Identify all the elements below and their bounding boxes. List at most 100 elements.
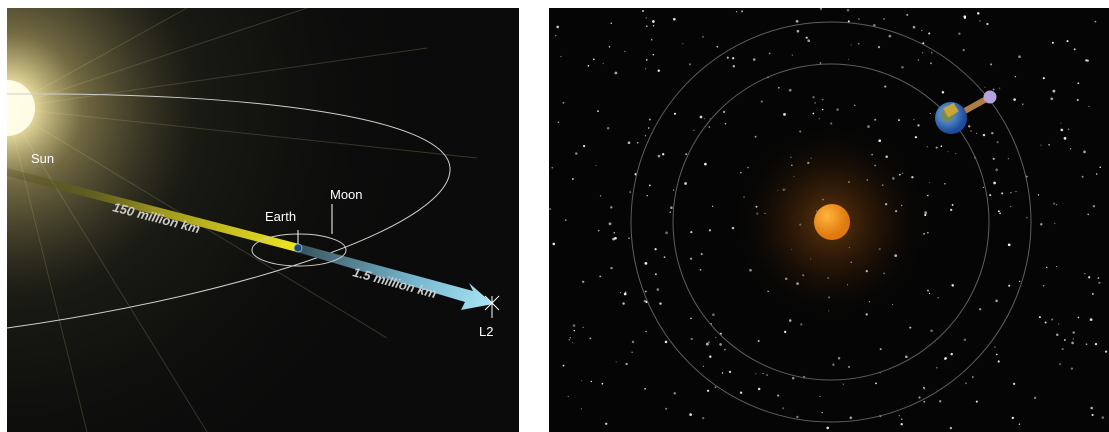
star [562, 101, 565, 104]
star [997, 210, 1000, 213]
star [690, 231, 693, 234]
star [1088, 105, 1090, 107]
star [702, 416, 705, 420]
star [1013, 98, 1016, 101]
star [592, 58, 595, 61]
orbit-overview-diagram [549, 8, 1109, 432]
star [762, 372, 764, 374]
star [1064, 339, 1066, 341]
star [929, 62, 933, 65]
star [1026, 216, 1028, 219]
moon-orbit [251, 233, 347, 267]
star [979, 308, 982, 311]
star [597, 229, 600, 232]
star [1010, 206, 1012, 208]
star [610, 266, 613, 270]
star [1042, 77, 1045, 80]
star [1088, 276, 1091, 279]
star [689, 413, 692, 416]
star [716, 45, 719, 48]
star [721, 372, 724, 374]
star [1085, 59, 1088, 62]
star [1010, 191, 1012, 194]
star [939, 400, 942, 403]
star [724, 122, 727, 125]
star [995, 353, 998, 356]
star [757, 387, 761, 391]
star [1081, 175, 1084, 178]
l2-marker [484, 295, 500, 318]
star [929, 112, 931, 114]
satellite-icon [943, 102, 959, 118]
star [1060, 122, 1062, 124]
star [1094, 20, 1097, 23]
star [665, 231, 668, 235]
star [1014, 76, 1017, 78]
star [657, 69, 660, 72]
star [573, 330, 575, 332]
star [891, 303, 894, 306]
star [1085, 343, 1088, 346]
star [1018, 280, 1021, 283]
star [777, 394, 780, 397]
star [1097, 277, 1100, 279]
star [918, 396, 921, 399]
star [1054, 222, 1056, 225]
star [551, 166, 554, 169]
star [979, 20, 981, 22]
star [557, 121, 560, 124]
star [1092, 205, 1096, 208]
star [652, 53, 655, 56]
star [1072, 338, 1074, 340]
star [993, 181, 996, 185]
star [672, 17, 676, 21]
star [997, 360, 1000, 363]
star [982, 133, 986, 137]
star [982, 186, 984, 188]
star [912, 25, 916, 29]
star [991, 132, 994, 135]
star [587, 65, 590, 67]
star [654, 248, 657, 251]
star [1015, 190, 1017, 193]
star [648, 118, 651, 121]
star [930, 329, 933, 333]
star [612, 237, 615, 241]
star [613, 231, 616, 234]
sun-label: Sun [31, 151, 54, 166]
star [854, 104, 856, 106]
star [867, 125, 870, 128]
star [608, 46, 611, 48]
star [950, 352, 953, 356]
star [1056, 204, 1058, 206]
star [913, 118, 915, 121]
star [898, 415, 900, 417]
star [1072, 331, 1075, 334]
star [923, 388, 925, 390]
star [1073, 48, 1076, 51]
star [615, 361, 617, 363]
star [712, 313, 715, 316]
star [673, 392, 676, 395]
star [994, 346, 996, 348]
star [901, 65, 904, 69]
star [1055, 265, 1058, 268]
star [926, 146, 928, 148]
star [791, 377, 795, 380]
star [1051, 41, 1054, 44]
star [582, 326, 584, 328]
star [837, 357, 841, 360]
star [1090, 406, 1094, 410]
star [958, 32, 961, 35]
star [644, 135, 646, 137]
star [672, 189, 675, 191]
star [664, 340, 668, 344]
star [791, 54, 794, 56]
star [625, 362, 628, 366]
star [645, 17, 647, 19]
star [1008, 284, 1011, 287]
star [850, 44, 852, 46]
star [921, 52, 924, 54]
star [1070, 367, 1074, 370]
star [582, 280, 585, 283]
